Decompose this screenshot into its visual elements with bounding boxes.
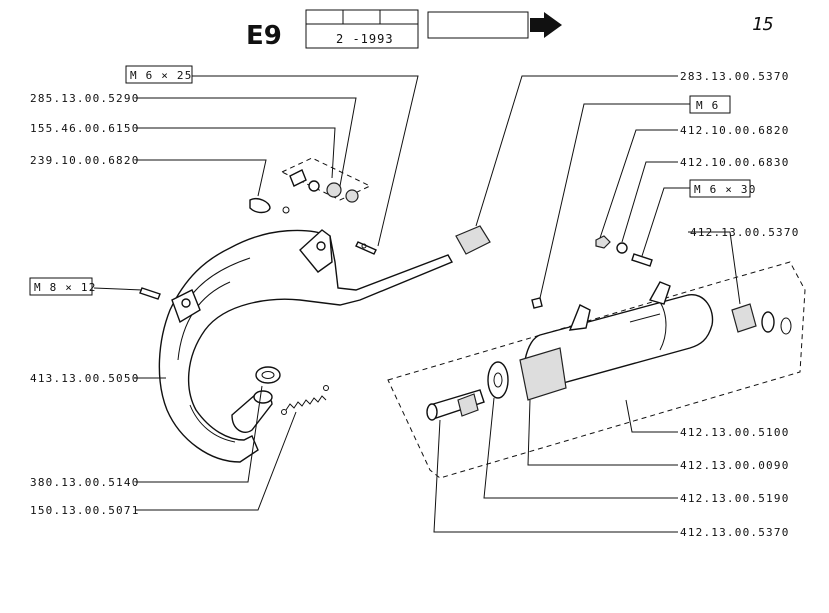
label-412-10-00-6820: 412.10.00.6820 bbox=[680, 124, 790, 137]
leader-lines bbox=[93, 75, 741, 533]
label-285-13-00-5290: 285.13.00.5290 bbox=[30, 92, 140, 105]
date-box: 2 -1993 bbox=[305, 9, 419, 49]
label-412-13-00-5370-bottom: 412.13.00.5370 bbox=[680, 526, 790, 539]
label-412-13-00-5100: 412.13.00.5100 bbox=[680, 426, 790, 439]
label-413-13-00-5050: 413.13.00.5050 bbox=[30, 372, 140, 385]
label-m6x30: M 6 × 30 bbox=[694, 183, 757, 196]
m8x12-box bbox=[29, 277, 93, 296]
label-412-13-00-5370-top: 412.13.00.5370 bbox=[690, 226, 800, 239]
label-412-10-00-6830: 412.10.00.6830 bbox=[680, 156, 790, 169]
silencer-drawing bbox=[387, 235, 806, 479]
label-239-10-00-6820: 239.10.00.6820 bbox=[30, 154, 140, 167]
exhaust-pipe-drawing bbox=[139, 157, 491, 463]
date-text: 2 -1993 bbox=[336, 32, 394, 46]
m6x25-box bbox=[125, 65, 193, 84]
label-m6x25: M 6 × 25 bbox=[130, 69, 193, 82]
label-150-13-00-5071: 150.13.00.5071 bbox=[30, 504, 140, 517]
section-code: E9 bbox=[246, 21, 282, 51]
label-m6: M 6 bbox=[696, 99, 719, 112]
m6-box bbox=[689, 95, 731, 114]
page-number: 15 bbox=[752, 14, 774, 35]
label-412-13-00-0090: 412.13.00.0090 bbox=[680, 459, 790, 472]
label-412-13-00-5190: 412.13.00.5190 bbox=[680, 492, 790, 505]
label-155-46-00-6150: 155.46.00.6150 bbox=[30, 122, 140, 135]
label-283-13-00-5370: 283.13.00.5370 bbox=[680, 70, 790, 83]
next-page-arrow-icon bbox=[427, 11, 562, 39]
m6x30-box bbox=[689, 179, 751, 198]
label-380-13-00-5140: 380.13.00.5140 bbox=[30, 476, 140, 489]
label-m8x12: M 8 × 12 bbox=[34, 281, 97, 294]
